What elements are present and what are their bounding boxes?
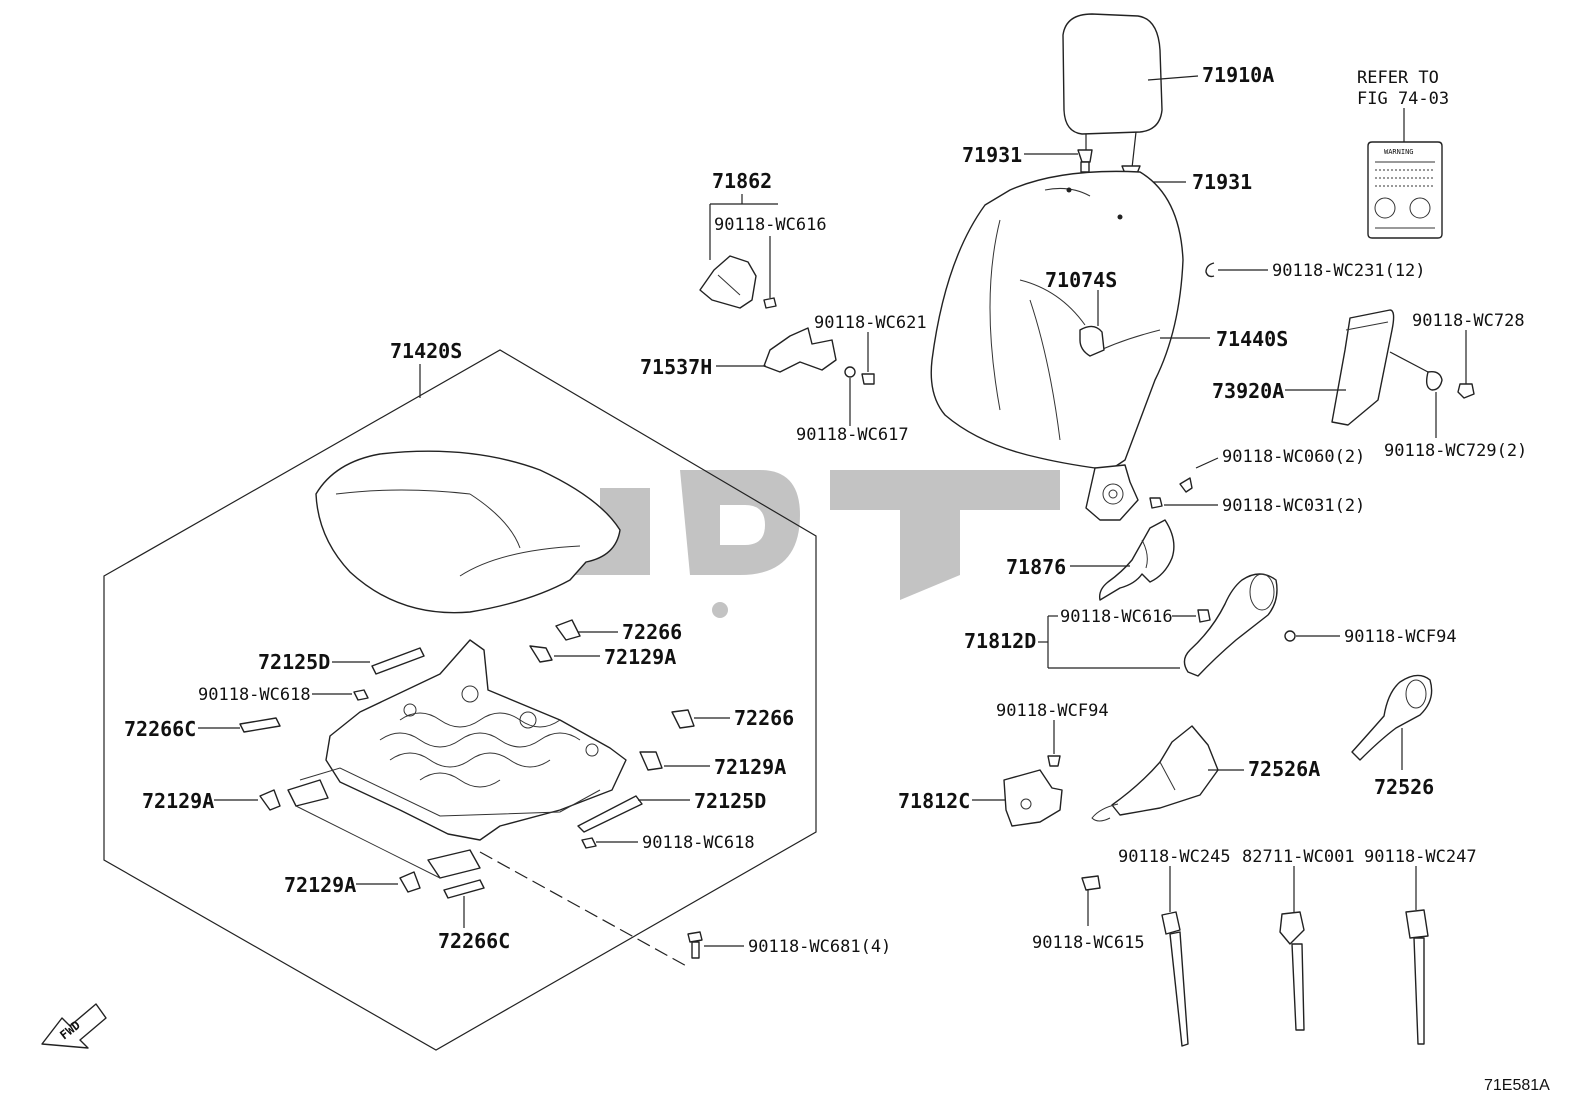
label-71074s: 71074S [1045,268,1117,292]
label-72129a-b: 72129A [714,755,786,779]
label-71876: 71876 [1006,555,1066,579]
screw-wc031-icon [1149,497,1163,509]
label-wc728: 90118-WC728 [1412,311,1525,331]
label-wc616-b: 90118-WC616 [1060,607,1173,627]
cable-tie-wc247-part [1405,909,1429,1045]
label-71812c: 71812C [898,789,970,813]
clip-wc616-b-icon [1197,609,1211,623]
rail-72125d-a-icon [371,647,425,675]
diagram-code: 71E581A [1484,1077,1550,1094]
label-72129a-c: 72129A [142,789,214,813]
refer-note-line1: REFER TO [1357,68,1439,88]
bracket-71537h-part [763,327,837,373]
label-72266-b: 72266 [734,706,794,730]
warning-label-text: WARNING [1384,148,1414,156]
leader-71910a [1147,75,1199,81]
screw-wcf94-a-icon [1284,630,1296,642]
cable-tie-wc245-part [1161,911,1189,1047]
label-72129a-a: 72129A [604,645,676,669]
pad-72266c-b-icon [443,879,485,899]
label-72526: 72526 [1374,775,1434,799]
label-71812d: 71812D [964,629,1036,653]
label-wc617: 90118-WC617 [796,425,909,445]
label-wc729: 90118-WC729(2) [1384,441,1527,461]
label-73920a: 73920A [1212,379,1284,403]
clip-wc618-a-icon [353,689,369,701]
label-71440s: 71440S [1216,327,1288,351]
label-72266c-a: 72266C [124,717,196,741]
clip-72129a-b-icon [639,751,663,771]
label-wc621: 90118-WC621 [814,313,927,333]
label-82711: 82711-WC001 [1242,847,1355,867]
rail-72125d-b-icon [577,795,643,833]
cushion-pad-part [315,450,621,614]
label-71931-left: 71931 [962,143,1022,167]
label-72129a-d: 72129A [284,873,356,897]
recliner-cover-part [1183,573,1278,677]
label-72266c-b: 72266C [438,929,510,953]
screw-wc060-icon [1179,477,1193,493]
clip-72266-b-icon [671,709,695,729]
side-airbag-cover-part [1331,309,1475,426]
recliner-knob-part [1351,674,1433,761]
label-71910a: 71910A [1202,63,1274,87]
bolt-wc681-axis [479,851,691,969]
label-71862: 71862 [712,169,772,193]
leader-73920a-nut [1389,351,1429,373]
screw-wc617-icon [844,366,856,378]
seat-back-part [930,170,1184,521]
label-wc618-a: 90118-WC618 [198,685,311,705]
clip-wc231-icon [1205,262,1215,278]
label-72266-a: 72266 [622,620,682,644]
label-wc618-b: 90118-WC618 [642,833,755,853]
label-wc615: 90118-WC615 [1032,933,1145,953]
cover-72526a-part [1091,725,1219,822]
screw-wc621-icon [861,373,875,385]
label-wc681: 90118-WC681(4) [748,937,891,957]
label-wc245: 90118-WC245 [1118,847,1231,867]
clip-72266-a-icon [555,619,581,641]
label-71420s: 71420S [390,339,462,363]
warning-label-part: REFER TO FIG 74-03 WARNING [1357,68,1449,239]
label-72125d-b: 72125D [694,789,766,813]
label-71931-right: 71931 [1192,170,1252,194]
clip-72129a-d-icon [399,871,421,893]
label-wcf94-b: 90118-WCF94 [996,701,1109,721]
label-wc616-a: 90118-WC616 [714,215,827,235]
clip-wc615-icon [1081,875,1101,891]
clip-72129a-c-icon [259,789,281,811]
shield-71862-part [699,255,777,309]
leader-wc060 [1195,457,1219,469]
refer-note-line2: FIG 74-03 [1357,89,1449,109]
pad-72266c-a-icon [239,717,281,733]
label-72526a: 72526A [1248,757,1320,781]
label-wcf94-a: 90118-WCF94 [1344,627,1457,647]
clip-wc618-b-icon [581,837,597,849]
cushion-frame-part [287,639,627,879]
fwd-arrow-icon: FWD [41,1003,107,1049]
label-wc060: 90118-WC060(2) [1222,447,1365,467]
label-wc031: 90118-WC031(2) [1222,496,1365,516]
cover-71812c-part [1003,755,1063,827]
bolt-wc681-part [687,931,703,959]
headrest-part [1062,13,1163,197]
label-71537h: 71537H [640,355,712,379]
clip-72129a-a-icon [529,645,553,663]
label-wc231: 90118-WC231(12) [1272,261,1426,281]
cable-tie-82711-part [1279,911,1305,1031]
hinge-cover-part [1098,519,1175,601]
label-wc247: 90118-WC247 [1364,847,1477,867]
cushion-assembly-box [103,349,817,1051]
label-72125d-a: 72125D [258,650,330,674]
